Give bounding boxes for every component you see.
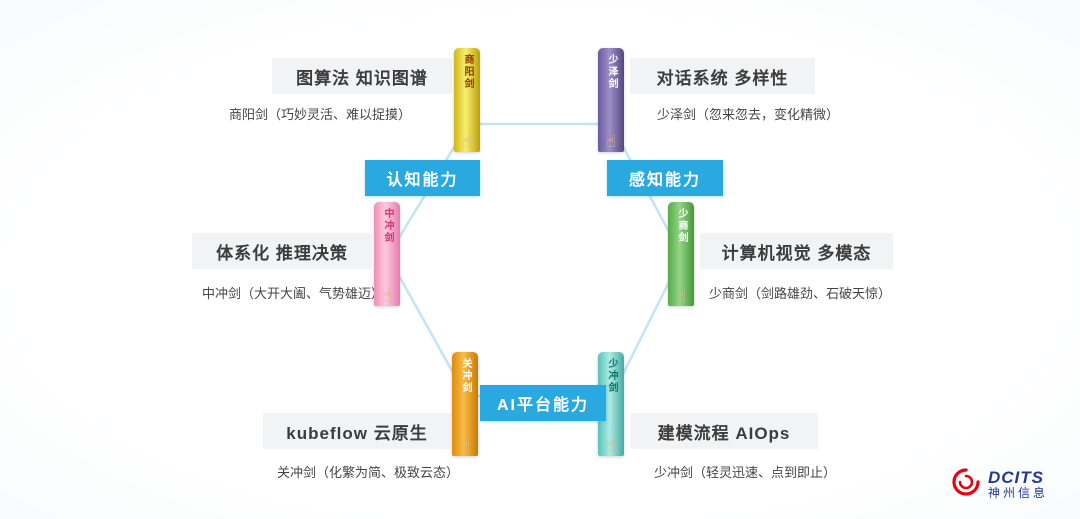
- sword-zhongchong-label: 中冲剑: [382, 208, 393, 244]
- node-title-systematic-reasoning: 体系化 推理决策: [192, 233, 372, 269]
- banner-cognition: 认知能力: [365, 160, 480, 196]
- pointing-hand-icon: ☝: [675, 286, 687, 306]
- sword-shaoshang-label: 少商剑: [676, 208, 687, 244]
- pointing-hand-icon: ☝: [459, 436, 471, 456]
- banner-perception: 感知能力: [607, 160, 723, 196]
- sword-shangyang-label: 商阳剑: [462, 54, 473, 90]
- node-title-kubeflow-cloudnative: kubeflow 云原生: [263, 413, 451, 449]
- node-subtitle-shangyang: 商阳剑（巧妙灵活、难以捉摸）: [228, 107, 411, 122]
- pointing-hand-icon: ☝: [461, 132, 473, 152]
- sword-guanchong: 关冲剑 ☝: [452, 352, 478, 456]
- node-title-modeling-aiops: 建模流程 AIOps: [630, 413, 818, 449]
- sword-shaoshang: 少商剑 ☝: [668, 202, 694, 306]
- sword-shaoze-label: 少泽剑: [606, 54, 617, 90]
- pointing-hand-icon: ☝: [381, 286, 393, 306]
- pointing-hand-icon: ☝: [605, 436, 617, 456]
- banner-ai-platform: AI平台能力: [480, 385, 606, 421]
- logo-company-text: 神州信息: [988, 486, 1049, 501]
- sword-zhongchong: 中冲剑 ☝: [374, 202, 400, 306]
- node-title-cv-multimodal: 计算机视觉 多模态: [700, 233, 893, 269]
- pointing-hand-icon: ☝: [605, 132, 617, 152]
- dcits-swoosh-icon: [950, 466, 982, 503]
- node-subtitle-shaoshang: 少商剑（剑路雄劲、石破天惊）: [708, 286, 891, 301]
- sword-shaochong-label: 少冲剑: [606, 358, 617, 394]
- sword-shaoze: 少泽剑 ☝: [598, 48, 624, 152]
- node-subtitle-shaochong: 少冲剑（轻灵迅速、点到即止）: [653, 465, 836, 480]
- logo-brand-text: DCITS: [988, 467, 1044, 487]
- node-title-graph-knowledge: 图算法 知识图谱: [272, 58, 452, 94]
- node-subtitle-guanchong: 关冲剑（化繁为简、极致云态）: [276, 465, 459, 480]
- node-title-dialogue-diversity: 对话系统 多样性: [630, 58, 815, 94]
- node-subtitle-zhongchong: 中冲剑（大开大阖、气势雄迈）: [201, 286, 384, 301]
- node-subtitle-shaoze: 少泽剑（忽来忽去，变化精微）: [656, 107, 839, 122]
- dcits-logo: DCITS 神州信息: [950, 466, 1048, 503]
- sword-shangyang: 商阳剑 ☝: [454, 48, 480, 152]
- sword-guanchong-label: 关冲剑: [460, 358, 471, 394]
